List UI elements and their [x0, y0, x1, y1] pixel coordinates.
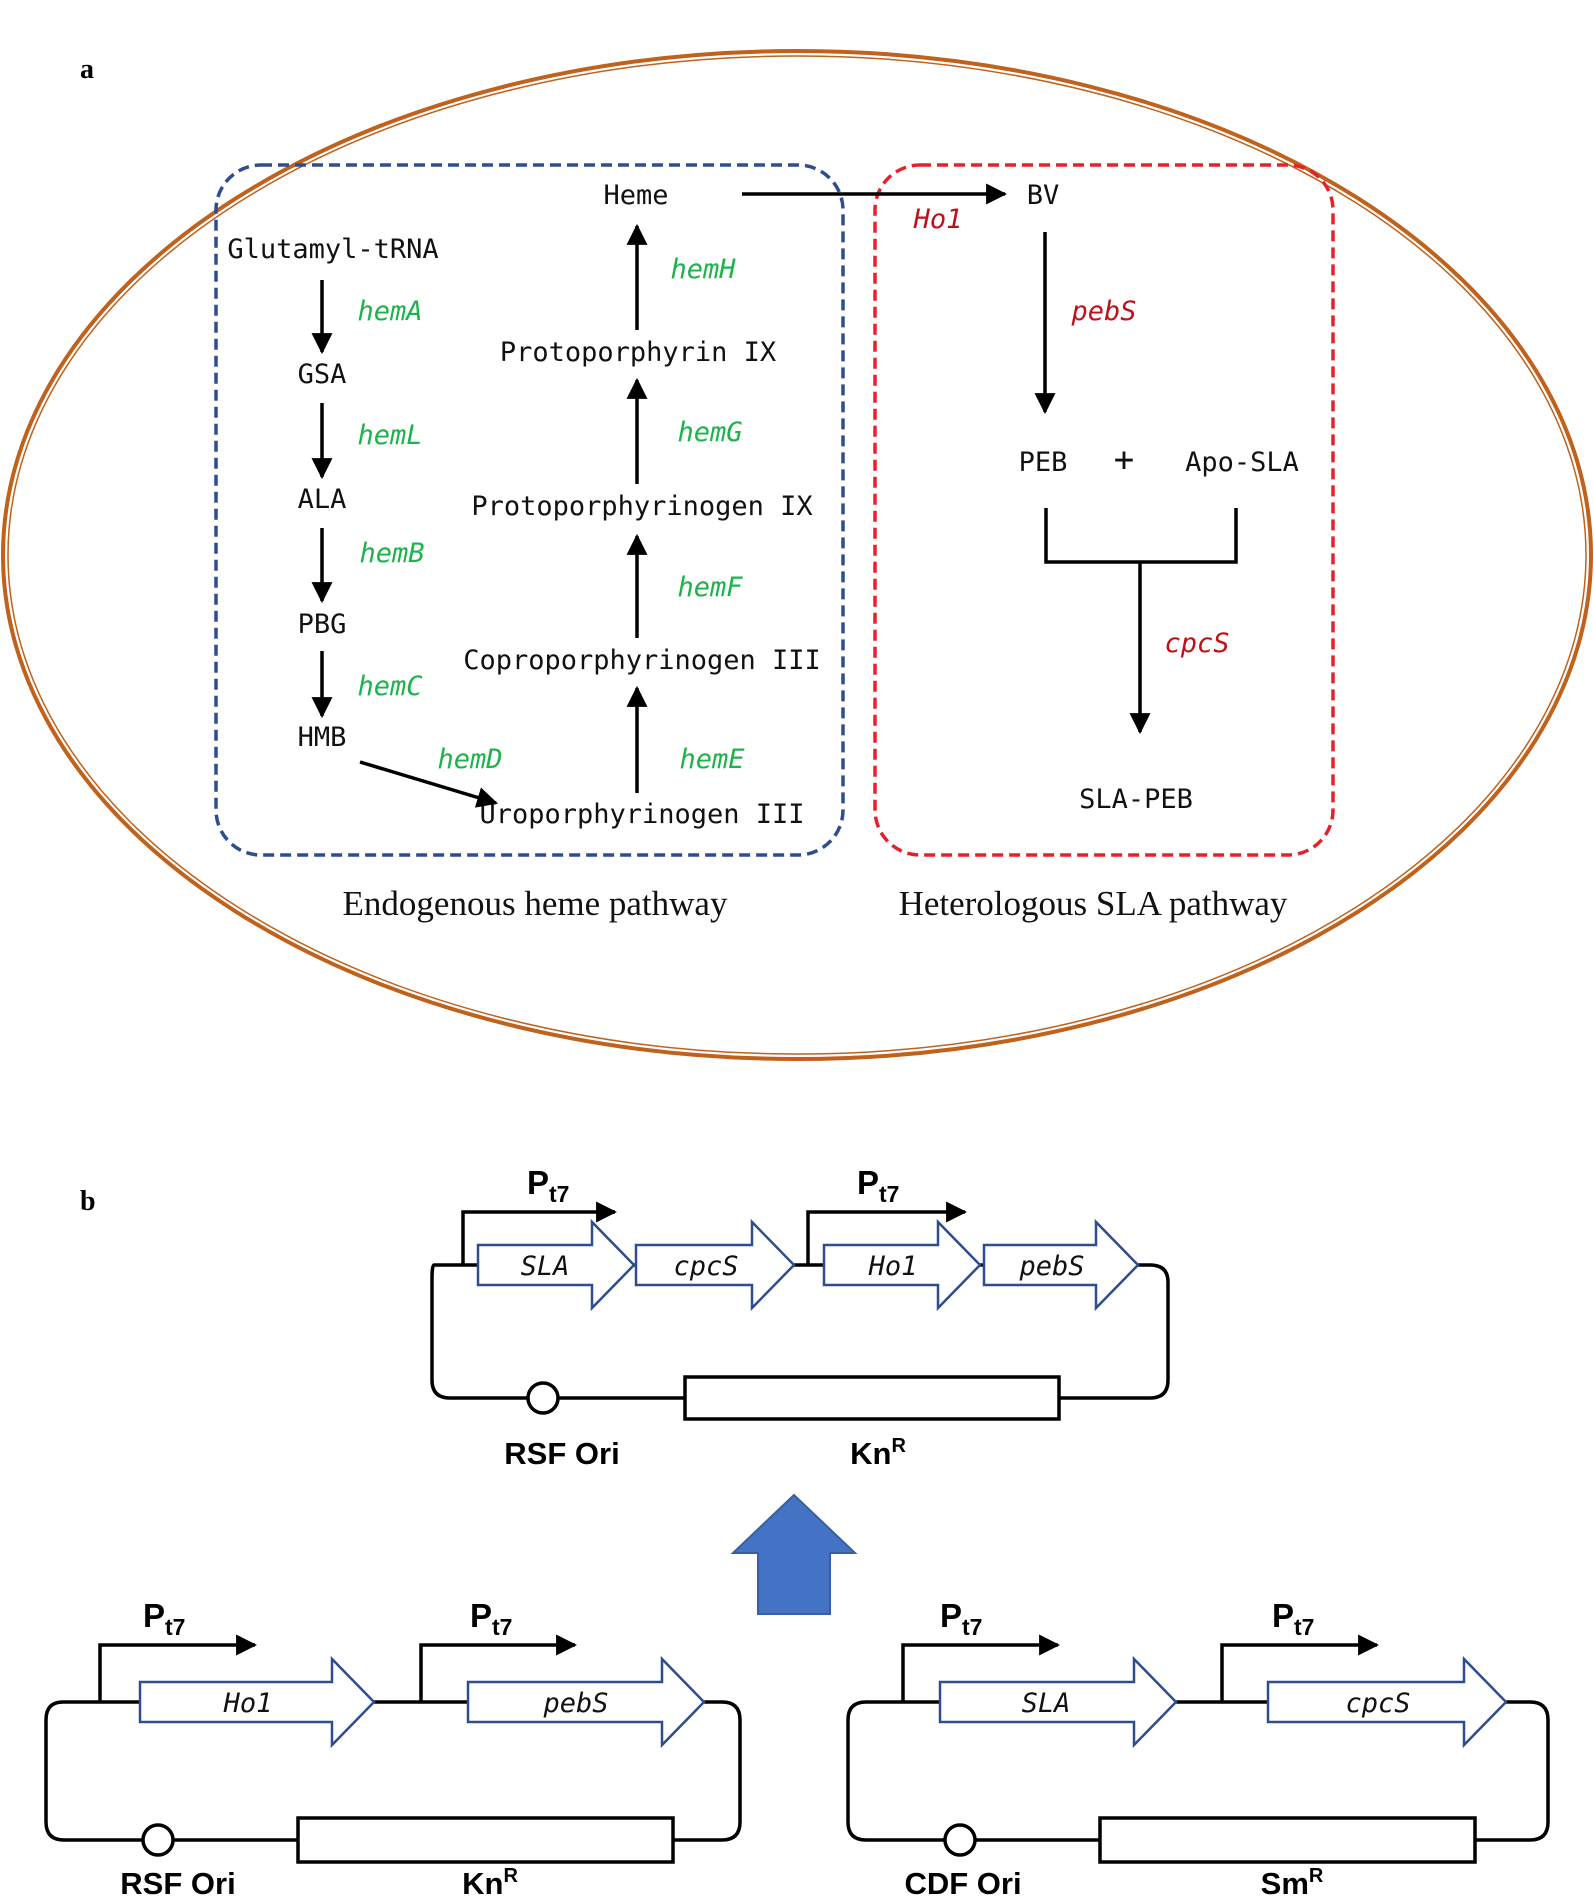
gene-label: pebS [542, 1688, 608, 1719]
metabolite-uroporphyrinogen: Uroporphyrinogen III [479, 799, 804, 830]
panel-b-label: b [80, 1186, 96, 1217]
gene-label: Ho1 [223, 1688, 273, 1719]
gene-label: Ho1 [868, 1251, 918, 1282]
ori-label: CDF Ori [904, 1866, 1021, 1899]
ori-symbol [141, 1823, 175, 1857]
gene-label-cpcS: cpcS [1164, 628, 1229, 659]
metabolite-heme: Heme [603, 180, 668, 211]
metabolite-glutamyl-trna: Glutamyl-tRNA [227, 234, 438, 265]
ori-symbol [943, 1823, 977, 1857]
cell-outline [1, 49, 1593, 1061]
gene-label-hemE: hemE [679, 744, 745, 775]
heterologous-pathway-caption: Heterologous SLA pathway [899, 884, 1288, 923]
gene-label-hemH: hemH [670, 254, 736, 285]
plasmid-left: Pt7 Pt7 Ho1 pebS RSF Ori KnR [44, 1597, 742, 1899]
resistance-gene-box [1098, 1816, 1477, 1864]
ori-symbol [526, 1381, 560, 1415]
pathway-arrows [311, 183, 1238, 808]
metabolite-hmb: HMB [298, 722, 347, 753]
promoter-arrow [419, 1634, 578, 1702]
promoter-label: Pt7 [1272, 1597, 1314, 1640]
gene-label-ho1: Ho1 [913, 204, 963, 235]
promoter-label: Pt7 [470, 1597, 512, 1640]
metabolite-protoporphyrin: Protoporphyrin IX [500, 337, 776, 368]
heterologous-pathway-box [873, 163, 1335, 857]
gene-arrow [476, 1218, 636, 1312]
resistance-label: KnR [850, 1435, 906, 1471]
promoter-label: Pt7 [527, 1164, 569, 1207]
promoter-arrow [806, 1201, 968, 1265]
panel-a-label: a [80, 54, 94, 85]
gene-label-hemA: hemA [357, 296, 422, 327]
plus-sign: + [1114, 440, 1134, 480]
metabolite-apo-sla: Apo-SLA [1185, 447, 1299, 478]
merge-bracket [1044, 508, 1238, 564]
ori-label: RSF Ori [120, 1866, 235, 1899]
gene-arrow [822, 1218, 982, 1312]
gene-label-pebS: pebS [1070, 296, 1136, 327]
resistance-label: KnR [462, 1865, 518, 1899]
gene-arrow [1266, 1655, 1508, 1749]
metabolite-bv: BV [1027, 180, 1060, 211]
gene-arrow [938, 1655, 1178, 1749]
gene-label: SLA [1022, 1688, 1071, 1719]
metabolite-pbg: PBG [298, 609, 347, 640]
metabolite-gsa: GSA [298, 359, 347, 390]
metabolite-ala: ALA [298, 484, 347, 515]
gene-arrow [982, 1218, 1140, 1312]
promoter-label: Pt7 [940, 1597, 982, 1640]
gene-label-hemG: hemG [677, 417, 742, 448]
gene-label-hemL: hemL [357, 420, 422, 451]
gene-label-hemB: hemB [359, 538, 424, 569]
metabolite-peb: PEB [1019, 447, 1068, 478]
promoter-label: Pt7 [857, 1164, 899, 1207]
resistance-gene-box [296, 1816, 675, 1864]
metabolite-protoporphyrinogen: Protoporphyrinogen IX [471, 491, 812, 522]
arrow-hemD [359, 760, 499, 808]
promoter-arrow [461, 1201, 618, 1265]
plasmid-combined: Pt7 Pt7 SLA cpcS Ho1 pebS RSF Ori KnR [430, 1164, 1170, 1471]
gene-arrow [138, 1655, 376, 1749]
promoter-arrow [901, 1634, 1061, 1702]
gene-label-hemC: hemC [357, 671, 422, 702]
endogenous-pathway-box [214, 163, 845, 857]
gene-label: cpcS [1345, 1688, 1410, 1719]
endogenous-pathway-caption: Endogenous heme pathway [343, 884, 728, 923]
gene-label-hemD: hemD [437, 744, 502, 775]
gene-label: SLA [521, 1251, 570, 1282]
gene-arrow [634, 1218, 796, 1312]
plasmid-right: Pt7 Pt7 SLA cpcS CDF Ori SmR [846, 1597, 1550, 1899]
merge-up-arrow [730, 1493, 858, 1615]
metabolite-coproporphyrinogen: Coproporphyrinogen III [463, 645, 821, 676]
resistance-gene-box [683, 1375, 1061, 1421]
gene-label: cpcS [673, 1251, 738, 1282]
gene-label-hemF: hemF [677, 572, 743, 603]
promoter-arrow [1220, 1634, 1380, 1702]
ori-label: RSF Ori [504, 1436, 619, 1471]
gene-arrow [466, 1655, 706, 1749]
resistance-label: SmR [1261, 1865, 1324, 1899]
promoter-label: Pt7 [143, 1597, 185, 1640]
gene-label: pebS [1018, 1251, 1084, 1282]
metabolite-sla-peb: SLA-PEB [1079, 784, 1193, 815]
promoter-arrow [98, 1634, 258, 1702]
